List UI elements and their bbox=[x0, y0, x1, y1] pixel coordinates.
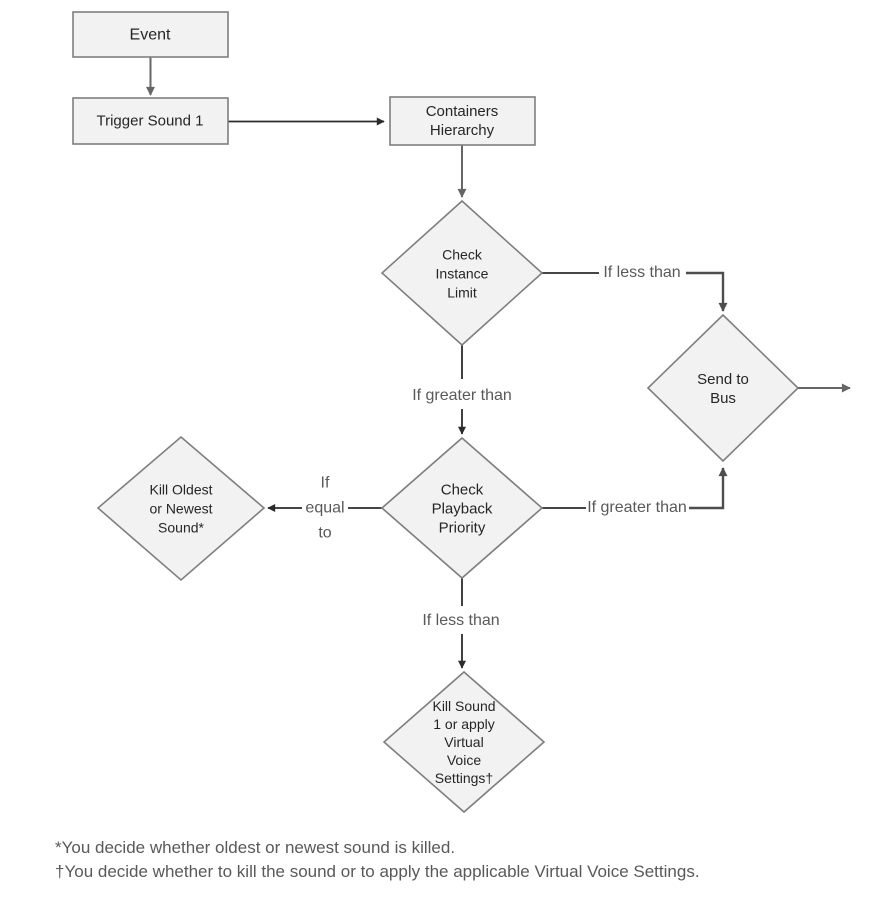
footnote-asterisk: *You decide whether oldest or newest sou… bbox=[55, 838, 456, 857]
check-playback-priority-diamond bbox=[380, 436, 544, 580]
trigger-sound-box bbox=[72, 97, 229, 145]
footnote-dagger: †You decide whether to kill the sound or… bbox=[55, 862, 700, 881]
kill-oldest-newest-diamond bbox=[96, 435, 266, 582]
send-to-bus-diamond bbox=[646, 313, 800, 463]
connector-instance-less-than-elbow bbox=[686, 271, 728, 312]
footnotes: *You decide whether oldest or newest sou… bbox=[55, 836, 700, 884]
kill-sound-virtual-diamond bbox=[382, 670, 546, 814]
containers-hierarchy-box bbox=[389, 96, 536, 146]
check-instance-limit-diamond bbox=[380, 199, 544, 347]
event-box bbox=[72, 11, 229, 58]
connector-priority-greater-elbow bbox=[689, 467, 728, 510]
